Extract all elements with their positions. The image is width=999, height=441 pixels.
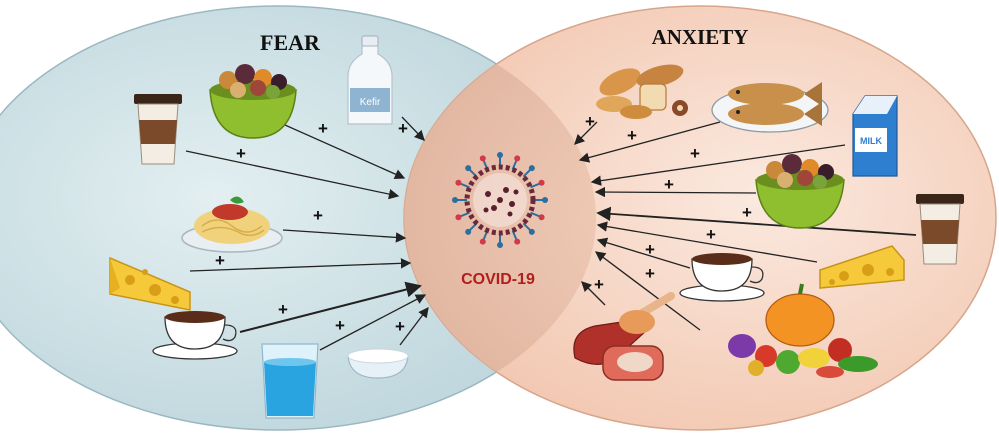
plus-sign: + bbox=[398, 119, 408, 138]
virus-spike-tip bbox=[538, 179, 545, 186]
plus-sign: + bbox=[278, 300, 288, 319]
virus-spike-tip bbox=[455, 214, 462, 221]
plus-sign: + bbox=[215, 251, 225, 270]
plus-sign: + bbox=[645, 264, 655, 283]
tea-cup-icon bbox=[679, 253, 765, 302]
virus-spike-tip bbox=[497, 242, 503, 248]
plus-sign: + bbox=[690, 144, 700, 163]
virus-spike-tip bbox=[528, 228, 535, 235]
plus-sign: + bbox=[594, 275, 604, 294]
virus-spike-tip bbox=[538, 214, 545, 221]
vegetables-icon bbox=[728, 283, 878, 378]
dried-fruit-bowl-icon bbox=[209, 64, 297, 139]
plus-sign: + bbox=[236, 144, 246, 163]
virus-spike-tip bbox=[514, 238, 521, 245]
virus-spike-tip bbox=[452, 197, 458, 203]
virus-spike-tip bbox=[479, 238, 486, 245]
virus-spike-tip bbox=[528, 165, 535, 172]
plus-sign: + bbox=[395, 317, 405, 336]
virus-spike-tip bbox=[455, 179, 462, 186]
overlap-region bbox=[404, 6, 596, 430]
milk-carton-icon: MILK bbox=[852, 95, 898, 177]
plus-sign: + bbox=[706, 225, 716, 244]
plus-sign: + bbox=[318, 119, 328, 138]
plus-sign: + bbox=[585, 112, 595, 131]
kefir-label: Kefir bbox=[360, 97, 381, 108]
plus-sign: + bbox=[313, 206, 323, 225]
dried-fruit-bowl-icon bbox=[755, 154, 845, 229]
virus-icon bbox=[452, 152, 548, 248]
coffee-cup-icon bbox=[916, 194, 964, 265]
virus-spike-tip bbox=[479, 155, 486, 162]
virus-spike-tip bbox=[497, 152, 503, 158]
anxiety-title: ANXIETY bbox=[652, 25, 749, 49]
virus-spike-tip bbox=[465, 228, 472, 235]
plus-sign: + bbox=[335, 316, 345, 335]
cheese-icon bbox=[819, 245, 905, 289]
fish-icon bbox=[711, 82, 829, 133]
water-glass-icon bbox=[261, 343, 319, 419]
plus-sign: + bbox=[645, 240, 655, 259]
milk-label: MILK bbox=[860, 136, 882, 146]
virus-spike-tip bbox=[542, 197, 548, 203]
plus-sign: + bbox=[742, 203, 752, 222]
virus-spike-tip bbox=[514, 155, 521, 162]
anxiety-plus-signs: + + + + + + + + + bbox=[585, 112, 752, 294]
anxiety-arrows bbox=[574, 121, 917, 331]
cheese-icon bbox=[109, 256, 191, 311]
plus-sign: + bbox=[664, 175, 674, 194]
salt-bowl-icon bbox=[347, 348, 409, 379]
meat-icon bbox=[573, 292, 675, 381]
fear-arrows bbox=[185, 116, 429, 351]
bread-icon bbox=[596, 64, 688, 119]
coffee-cup-icon bbox=[134, 94, 182, 165]
fear-title: FEAR bbox=[260, 30, 321, 55]
spaghetti-icon bbox=[181, 196, 283, 253]
kefir-bottle-icon: Kefir bbox=[347, 35, 393, 125]
virus-spike-tip bbox=[465, 165, 472, 172]
fear-plus-signs: + + + + + + + + bbox=[215, 119, 408, 336]
covid-label: COVID-19 bbox=[461, 271, 535, 288]
plus-sign: + bbox=[627, 126, 637, 145]
tea-cup-icon bbox=[152, 311, 238, 360]
